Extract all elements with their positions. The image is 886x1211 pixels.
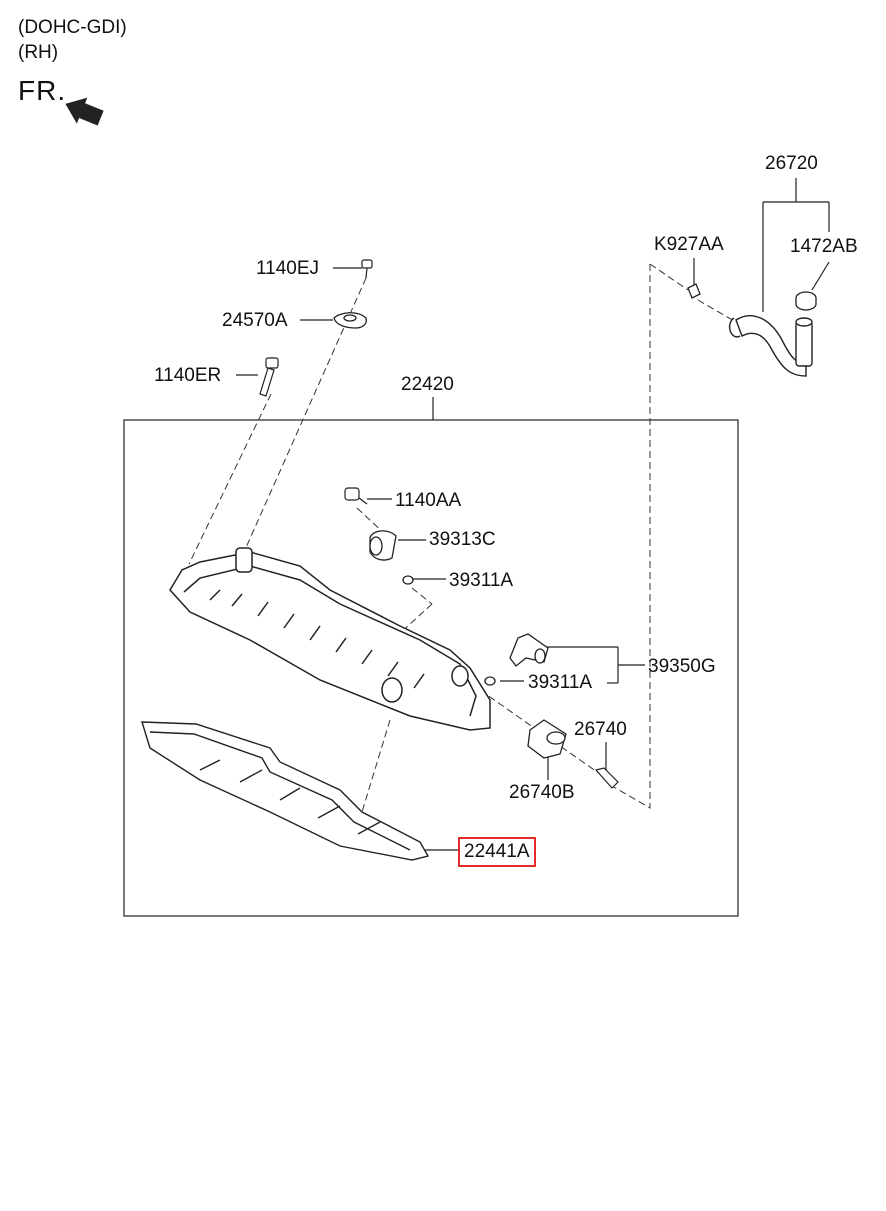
part-label-1140ER[interactable]: 1140ER [154, 365, 222, 386]
part-label-24570A[interactable]: 24570A [222, 310, 288, 331]
gasket-22441A-icon [141, 721, 430, 861]
assembly-frame [123, 419, 739, 917]
leader-26720 [762, 178, 830, 312]
part-label-1472AB[interactable]: 1472AB [790, 236, 858, 257]
clip-K927AA-icon [687, 283, 701, 299]
bolt-1140AA-icon [344, 487, 368, 505]
part-label-39311A-top[interactable]: 39311A [449, 570, 514, 591]
grommet-24570A-icon [333, 312, 368, 329]
side-label: (RH) [18, 42, 59, 63]
part-label-26720[interactable]: 26720 [765, 153, 818, 174]
front-direction-label: FR. [18, 75, 67, 106]
oring-39311A-top-icon [402, 575, 414, 585]
bolt-1140EJ-icon [361, 259, 373, 279]
sensor-39313C-icon [369, 530, 397, 561]
engine-type-label: (DOHC-GDI) [18, 17, 127, 38]
oring-39311A-mid-icon [484, 676, 496, 686]
part-label-26740[interactable]: 26740 [574, 719, 627, 740]
part-label-39311A-mid[interactable]: 39311A [528, 672, 593, 693]
part-label-K927AA[interactable]: K927AA [654, 234, 724, 255]
leader-39350G [546, 646, 645, 684]
sensor-39350G-icon [509, 633, 549, 667]
part-label-1140EJ[interactable]: 1140EJ [256, 258, 320, 279]
part-label-1140AA[interactable]: 1140AA [395, 490, 462, 511]
clamp-1472AB-icon [795, 291, 817, 311]
tube-26720-icon [728, 315, 813, 377]
bushing-26740B-icon [527, 719, 567, 759]
front-arrow-icon [65, 97, 104, 126]
part-label-26740B[interactable]: 26740B [509, 782, 575, 803]
valve-26740-icon [594, 767, 619, 789]
part-label-39313C[interactable]: 39313C [429, 529, 496, 550]
part-label-22441A-highlighted[interactable]: 22441A [458, 837, 536, 867]
cylinder-head-cover-22420-icon [169, 547, 491, 731]
part-label-39350G[interactable]: 39350G [648, 656, 716, 677]
bolt-1140ER-icon [259, 357, 279, 397]
part-label-22420[interactable]: 22420 [401, 374, 454, 395]
